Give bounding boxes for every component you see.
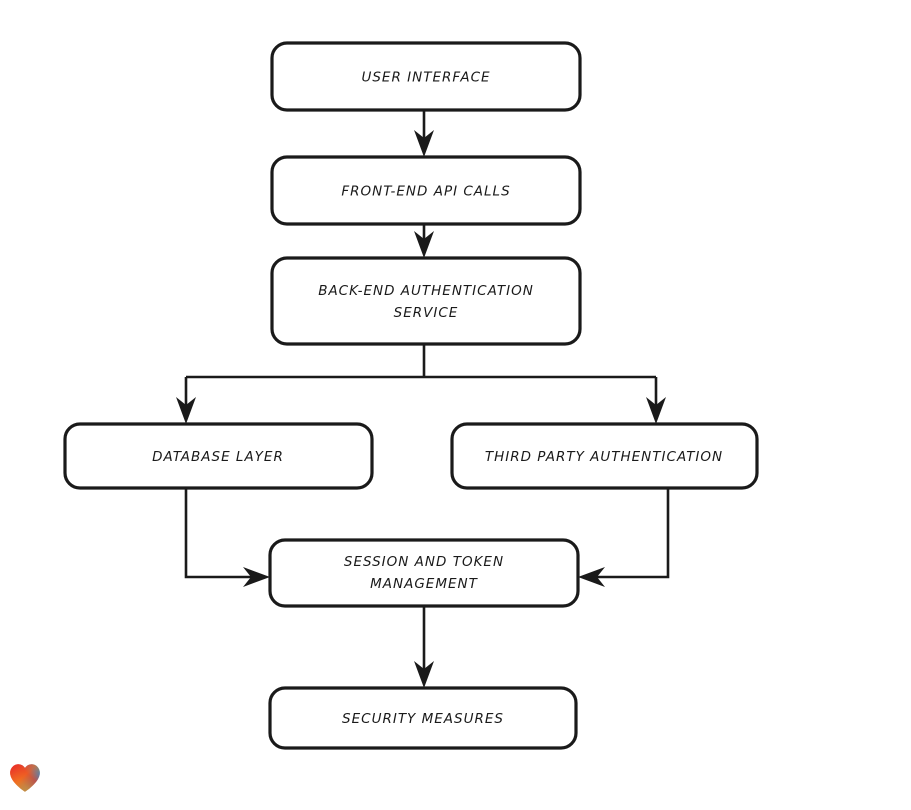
node-database-layer-box[interactable] (63, 422, 374, 490)
edge-session-to-security (414, 606, 434, 688)
node-back-end-authentication-service-label-line2: SERVICE (394, 305, 459, 321)
node-security-measures-box[interactable] (268, 686, 578, 750)
node-security-measures[interactable]: SECURITY MEASURES (268, 686, 578, 750)
edge-backend-branch (176, 344, 666, 424)
node-back-end-authentication-service-box[interactable] (270, 256, 582, 346)
node-user-interface-box[interactable] (270, 41, 582, 112)
node-third-party-authentication-label: THIRD PARTY AUTHENTICATION (485, 449, 723, 465)
node-session-and-token-management[interactable]: SESSION AND TOKEN MANAGEMENT (268, 538, 580, 608)
node-user-interface-label: USER INTERFACE (361, 70, 490, 86)
node-database-layer[interactable]: DATABASE LAYER (63, 422, 374, 490)
node-user-interface[interactable]: USER INTERFACE (270, 41, 582, 112)
heart-icon (10, 764, 40, 792)
heart-icon-overlay (10, 764, 40, 792)
node-back-end-authentication-service[interactable]: BACK-END AUTHENTICATION SERVICE (270, 256, 582, 346)
edge-api-to-backend (414, 224, 434, 258)
node-session-and-token-management-label-line1: SESSION AND TOKEN (344, 554, 504, 570)
node-security-measures-label: SECURITY MEASURES (342, 711, 504, 727)
node-session-and-token-management-label-line2: MANAGEMENT (370, 576, 478, 592)
node-front-end-api-calls-box[interactable] (270, 155, 582, 226)
node-front-end-api-calls[interactable]: FRONT-END API CALLS (270, 155, 582, 226)
node-back-end-authentication-service-label-line1: BACK-END AUTHENTICATION (318, 283, 534, 299)
node-front-end-api-calls-label: FRONT-END API CALLS (341, 184, 510, 200)
node-database-layer-label: DATABASE LAYER (152, 449, 284, 465)
node-session-and-token-management-box[interactable] (268, 538, 580, 608)
node-third-party-authentication[interactable]: THIRD PARTY AUTHENTICATION (450, 422, 759, 490)
node-third-party-authentication-box[interactable] (450, 422, 759, 490)
edge-database-to-session (184, 488, 270, 587)
edge-thirdparty-to-session (578, 488, 670, 587)
edge-ui-to-api (414, 110, 434, 157)
